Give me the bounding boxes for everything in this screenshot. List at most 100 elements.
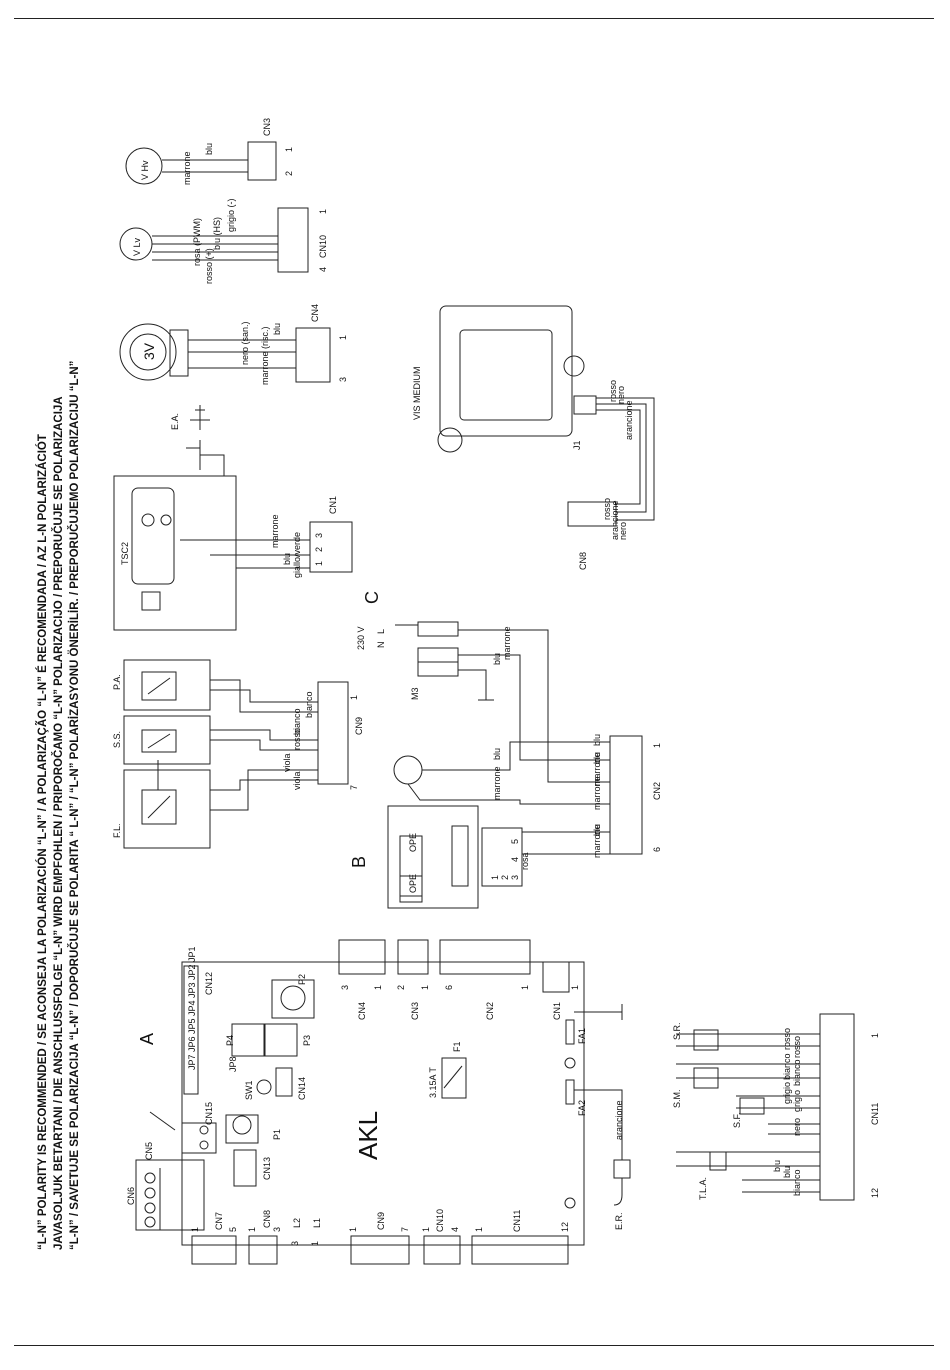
fl-label: F.L. bbox=[112, 823, 122, 838]
cn10-wire-rosso: rosso (+) bbox=[204, 248, 214, 284]
cn11-block bbox=[471, 1235, 569, 1265]
cn11-wire-bianco-3: bianco bbox=[782, 1053, 792, 1080]
cn2-pin-6: 6 bbox=[444, 985, 454, 990]
header-line-3: “L-N” / SAVETUJE SE POLARIZACIJA “L-N” /… bbox=[68, 361, 81, 1250]
pump-ope-labels: OPE OPE 1 2 3 4 5 rosa marrone blu bbox=[408, 748, 530, 893]
cn3-connector bbox=[247, 141, 277, 181]
j1-wire-arancione: arancione bbox=[624, 400, 634, 440]
cn3-wire-blu: blu bbox=[204, 143, 214, 155]
cn9-pin-1: 1 bbox=[348, 1227, 358, 1232]
cn4-wire-blu: blu bbox=[272, 323, 282, 335]
cn11-wire-grigio-1: grigio bbox=[792, 1090, 802, 1112]
header-line-2: JAVASOLJUK BETARTANI / DIE ANSCHLUSSFOLG… bbox=[52, 396, 65, 1250]
cn2-wire-4: marrone bbox=[592, 752, 602, 786]
cn2-wire-5: blu bbox=[592, 752, 602, 764]
vhv-circle bbox=[125, 147, 163, 185]
ope-box bbox=[387, 805, 479, 909]
pump-wire-marrone: marrone bbox=[492, 766, 502, 800]
cn9-wire-viola-2: viola bbox=[282, 753, 292, 772]
cn10-side-label: CN10 bbox=[318, 235, 328, 258]
j1-wire-rosso: rosso bbox=[608, 380, 618, 402]
page-frame bbox=[14, 18, 934, 1346]
cn9-sensors bbox=[123, 659, 349, 849]
cn2-side-label: CN2 bbox=[652, 782, 662, 800]
p2-block bbox=[271, 979, 315, 1019]
cn5-block bbox=[181, 1122, 217, 1154]
cn1-side-pin-2: 2 bbox=[314, 547, 324, 552]
fa1 bbox=[565, 1019, 575, 1045]
j1-label: J1 bbox=[572, 440, 582, 450]
ss-box bbox=[123, 715, 211, 765]
cn12-label: CN12 bbox=[204, 972, 214, 995]
cn2-block bbox=[439, 939, 531, 975]
cn11-pin-1: 1 bbox=[474, 1227, 484, 1232]
cn4-pin-1: 1 bbox=[373, 985, 383, 990]
cn11-labels: S.R. S.M. S.F. T.L.A. CN11 1 12 bianco b… bbox=[672, 1022, 880, 1200]
m3-label: M3 bbox=[410, 687, 420, 700]
cn6-label: CN6 bbox=[126, 1187, 136, 1205]
p3-label: P3 bbox=[302, 1035, 312, 1046]
cn3-labels: V Hv CN3 1 2 marrone blu bbox=[140, 118, 294, 185]
supply-n: N bbox=[376, 642, 386, 649]
cn9-wire-viola-1: viola bbox=[292, 771, 302, 790]
b-wire-rosa: rosa bbox=[520, 852, 530, 870]
polarity-header: “L-N” POLARITY IS RECOMMENDED / SE ACONS… bbox=[36, 361, 81, 1250]
cn1-side-label: CN1 bbox=[328, 496, 338, 514]
cn1-wire-giallo-verde: giallo/verde bbox=[292, 532, 302, 578]
vis-medium-group bbox=[437, 305, 655, 527]
cn11-wire-bianco-2: bianco bbox=[792, 1059, 802, 1086]
section-c-label: C bbox=[362, 591, 382, 604]
cn7-pin-1: 1 bbox=[190, 1227, 200, 1232]
cn3-wire-marrone: marrone bbox=[182, 151, 192, 185]
cn8-side-label: CN8 bbox=[578, 552, 588, 570]
ope-label-2: OPE bbox=[408, 874, 418, 893]
cn7-block bbox=[191, 1235, 237, 1265]
vis-medium-label: VIS MEDIUM bbox=[412, 366, 422, 420]
cn9-wire-bianco-1: bianco bbox=[292, 708, 302, 735]
b-connector bbox=[481, 827, 523, 887]
cn8-pin-1: 1 bbox=[247, 1227, 257, 1232]
cn8-wire-nero: nero bbox=[618, 522, 628, 540]
fa2-label: FA2 bbox=[577, 1100, 587, 1116]
supply-group bbox=[395, 621, 610, 783]
supply-label: 230 V bbox=[356, 626, 366, 650]
cn3-side-pin-1: 1 bbox=[284, 147, 294, 152]
cn1-wire-blu: blu bbox=[282, 553, 292, 565]
cn2-wire-1: marrone bbox=[592, 824, 602, 858]
b-pin-1: 1 bbox=[490, 875, 500, 880]
cn9-side-pin-7: 7 bbox=[349, 785, 359, 790]
cn1-block bbox=[542, 961, 570, 993]
cn2-wire-2: blu bbox=[592, 824, 602, 836]
cn6-block bbox=[135, 1159, 205, 1231]
sm-label: S.M. bbox=[672, 1089, 682, 1108]
cn4-wire-marrone: marrone (risc.) bbox=[260, 326, 270, 385]
cn1-label: CN1 bbox=[552, 1002, 562, 1020]
cn10-label: CN10 bbox=[435, 1209, 445, 1232]
sw1-label: SW1 bbox=[244, 1080, 254, 1100]
cn3-pin-1: 1 bbox=[420, 985, 430, 990]
p4-block bbox=[231, 1023, 265, 1057]
cn10-side-pin-4: 4 bbox=[318, 267, 328, 272]
cn2-connector bbox=[609, 735, 643, 855]
cn2-label: CN2 bbox=[485, 1002, 495, 1020]
fa1-label: FA1 bbox=[577, 1028, 587, 1044]
cn11-pin-12: 12 bbox=[560, 1222, 570, 1232]
l2-label: L2 bbox=[292, 1218, 302, 1228]
cn2-pin-1: 1 bbox=[520, 985, 530, 990]
cn9-block bbox=[350, 1235, 410, 1265]
cn8-wire-rosso: rosso bbox=[602, 498, 612, 520]
ope-label-1: OPE bbox=[408, 833, 418, 852]
cn10-wire-blu: blu (HS) bbox=[212, 217, 222, 250]
cn3-pin-2: 2 bbox=[396, 985, 406, 990]
cn4-wire-nero: nero (san.) bbox=[240, 321, 250, 365]
ss-label: S.S. bbox=[112, 731, 122, 748]
cn9-connector bbox=[317, 681, 349, 785]
cn2-wire-6: blu bbox=[592, 734, 602, 746]
m3-wire-blu: blu bbox=[492, 653, 502, 665]
cn9-labels: F.L. S.S. P.A. CN9 1 7 viola viola rosso… bbox=[112, 674, 364, 838]
terminal-n bbox=[417, 647, 459, 663]
cn1-pin-1: 1 bbox=[570, 985, 580, 990]
cn10-wire-rosa: rosa (PWM) bbox=[192, 218, 202, 266]
cn4-connector bbox=[295, 327, 331, 383]
jumper-strip bbox=[183, 965, 199, 1095]
